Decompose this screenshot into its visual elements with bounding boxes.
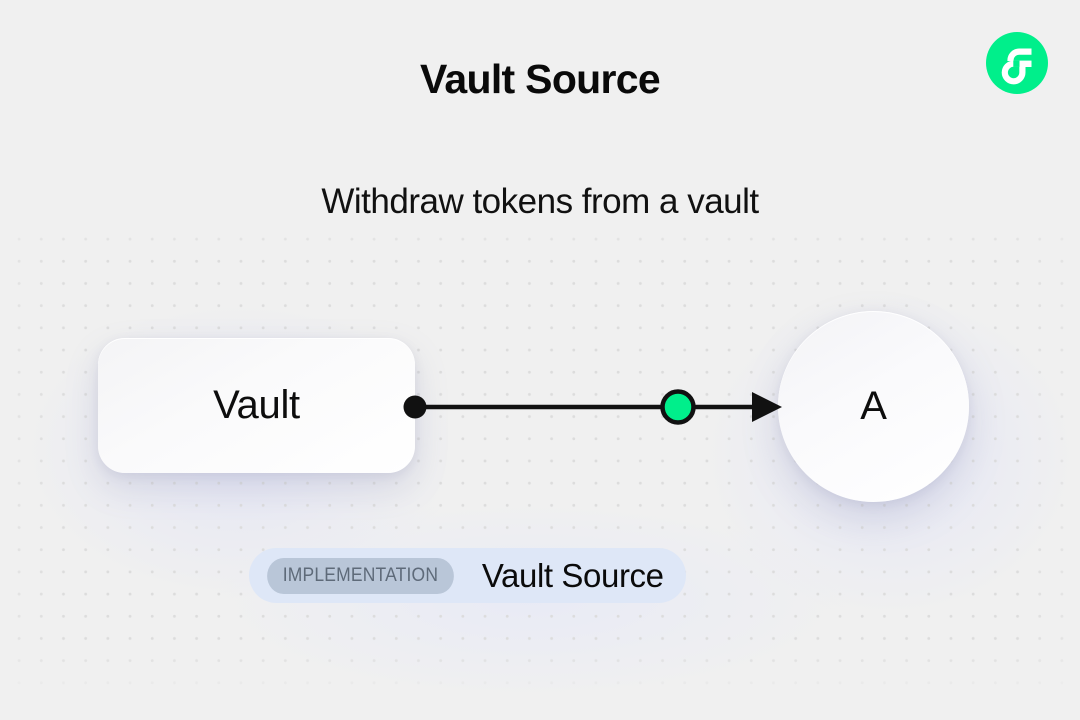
node-vault[interactable]: Vault <box>98 338 415 473</box>
node-a[interactable]: A <box>778 311 969 502</box>
page-subtitle: Withdraw tokens from a vault <box>321 182 759 221</box>
implementation-badge[interactable]: IMPLEMENTATION Vault Source <box>249 548 686 603</box>
page-title: Vault Source <box>420 56 661 102</box>
implementation-name: Vault Source <box>481 556 664 594</box>
flow-logo-icon <box>986 32 1048 94</box>
edge-midpoint-node-icon[interactable] <box>660 389 696 425</box>
status-badge: IMPLEMENTATION <box>267 557 454 594</box>
node-a-label: A <box>860 384 887 428</box>
node-vault-label: Vault <box>213 383 300 427</box>
